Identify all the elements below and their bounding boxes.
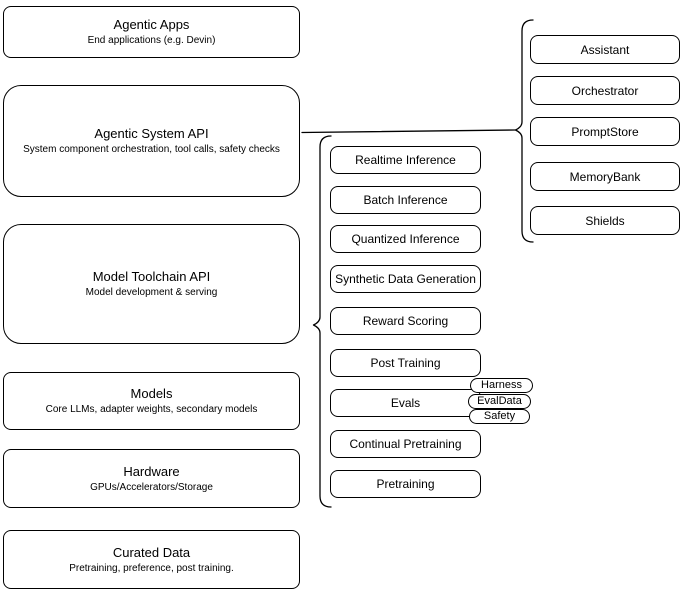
- toolchain-item-batch-inference: Batch Inference: [330, 186, 481, 214]
- system-component-shields: Shields: [530, 206, 680, 235]
- connector-system-api-to-components: [301, 129, 516, 134]
- layer-subtitle: System component orchestration, tool cal…: [23, 144, 280, 155]
- layer-subtitle: Model development & serving: [85, 287, 218, 298]
- toolchain-item-realtime-inference: Realtime Inference: [330, 146, 481, 174]
- toolchain-item-continual-pretraining: Continual Pretraining: [330, 430, 481, 458]
- layer-agentic-apps: Agentic Apps End applications (e.g. Devi…: [3, 6, 300, 58]
- layer-subtitle: End applications (e.g. Devin): [87, 35, 216, 46]
- eval-badge-safety: Safety: [469, 409, 530, 424]
- layer-models: Models Core LLMs, adapter weights, secon…: [3, 372, 300, 430]
- toolchain-item-synthetic-data-generation: Synthetic Data Generation: [330, 265, 481, 293]
- layer-curated-data: Curated Data Pretraining, preference, po…: [3, 530, 300, 589]
- layer-title: Agentic System API: [94, 126, 209, 141]
- eval-badge-harness: Harness: [470, 378, 533, 393]
- system-component-assistant: Assistant: [530, 35, 680, 64]
- layer-subtitle: Pretraining, preference, post training.: [69, 562, 234, 574]
- layer-title: Models: [130, 386, 173, 401]
- toolchain-item-pretraining: Pretraining: [330, 470, 481, 498]
- layer-title: Curated Data: [112, 544, 191, 560]
- layer-title: Model Toolchain API: [92, 269, 211, 284]
- toolchain-item-post-training: Post Training: [330, 349, 481, 377]
- toolchain-item-reward-scoring: Reward Scoring: [330, 307, 481, 335]
- layer-model-toolchain-api: Model Toolchain API Model development & …: [3, 224, 300, 344]
- layer-subtitle: Core LLMs, adapter weights, secondary mo…: [45, 404, 258, 415]
- toolchain-item-evals: Evals: [330, 389, 481, 417]
- layer-title: Hardware: [123, 463, 180, 479]
- system-component-orchestrator: Orchestrator: [530, 76, 680, 105]
- layer-title: Agentic Apps: [113, 17, 190, 32]
- eval-badge-evaldata: EvalData: [468, 394, 531, 409]
- layer-subtitle: GPUs/Accelerators/Storage: [90, 481, 213, 493]
- toolchain-item-quantized-inference: Quantized Inference: [330, 225, 481, 253]
- layer-agentic-system-api: Agentic System API System component orch…: [3, 85, 300, 197]
- layer-hardware: Hardware GPUs/Accelerators/Storage: [3, 449, 300, 508]
- bracket-toolchain-items: [312, 135, 332, 508]
- system-component-memorybank: MemoryBank: [530, 162, 680, 191]
- system-component-promptstore: PromptStore: [530, 117, 680, 146]
